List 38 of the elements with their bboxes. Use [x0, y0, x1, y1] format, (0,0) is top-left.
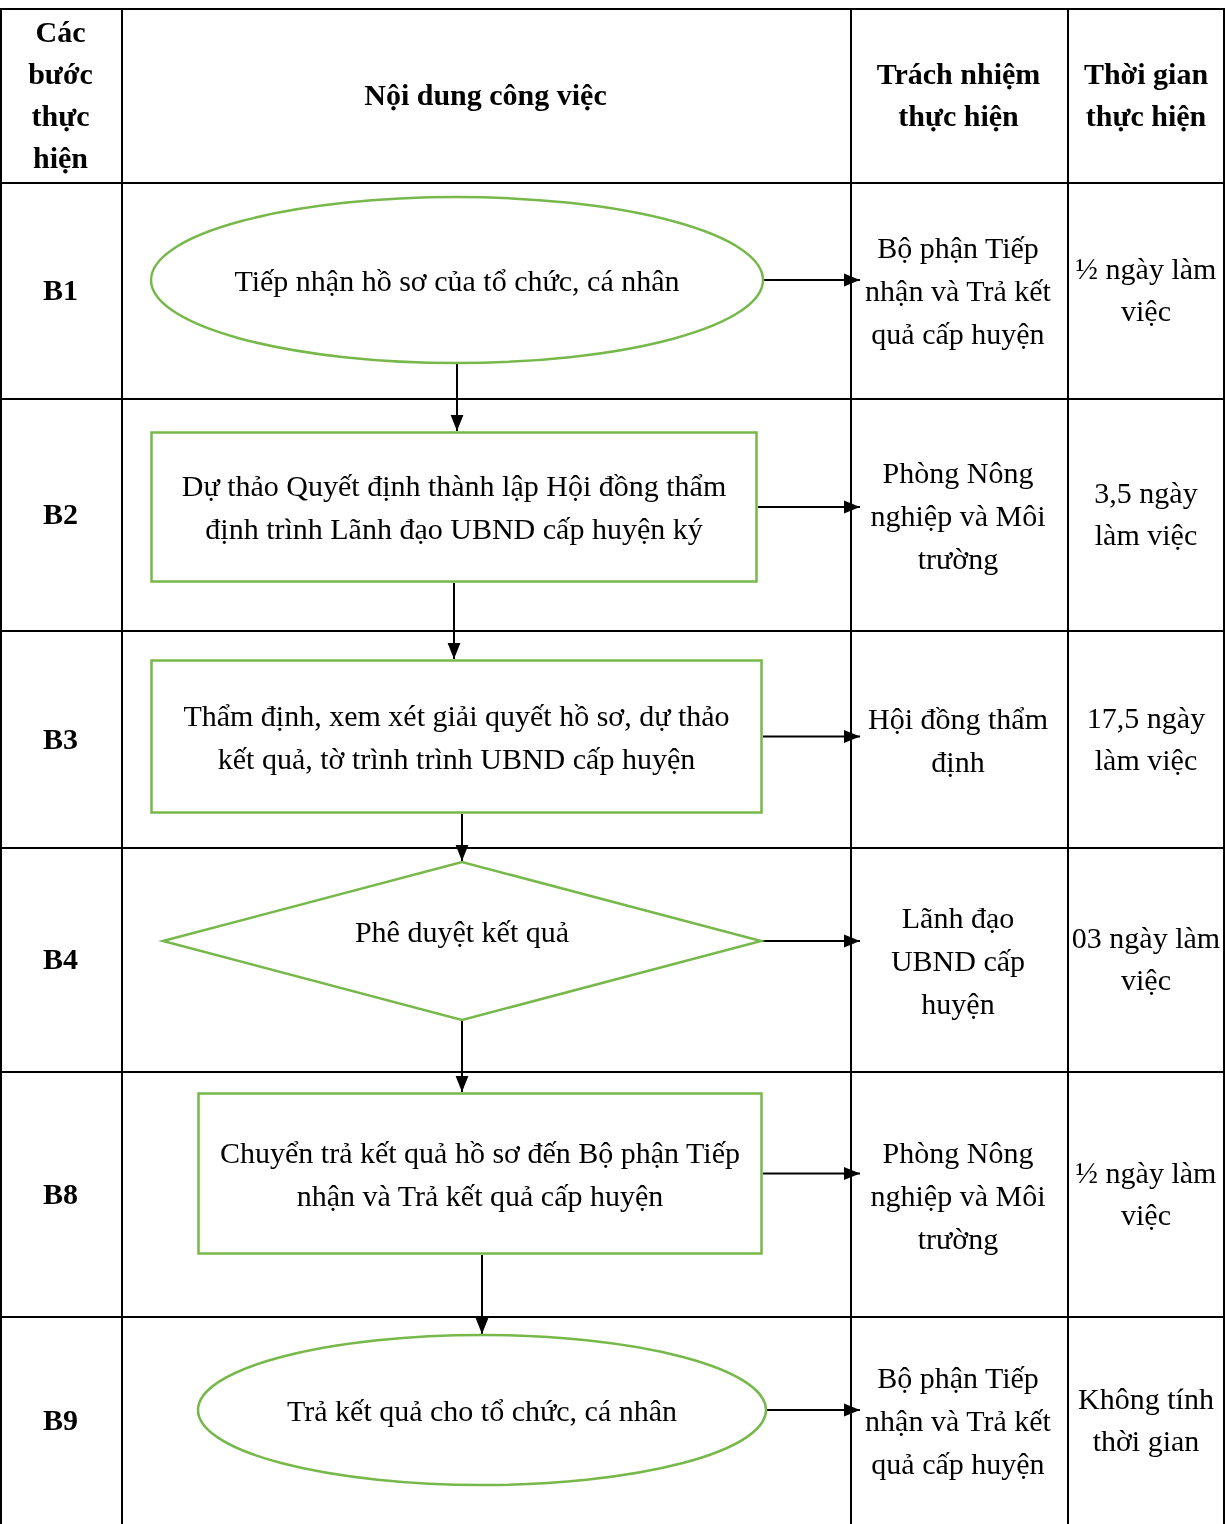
terminal-ellipse: Tiếp nhận hồ sơ của tổ chức, cá nhân [150, 196, 764, 364]
column-header: Thời gian thực hiện [1082, 56, 1210, 134]
step-number: B1 [43, 272, 78, 308]
responsibility-text: Lãnh đạo UBND cấp huyện [860, 890, 1056, 1030]
arrow [762, 730, 861, 743]
duration-text: ½ ngày làm việc [1074, 1154, 1218, 1233]
arrow [761, 934, 861, 948]
arrow [766, 1403, 861, 1417]
step-number: B2 [43, 496, 78, 532]
arrow [475, 1254, 489, 1335]
column-header: Nội dung công việc [364, 77, 607, 113]
arrow [447, 582, 461, 660]
process-box: Chuyển trả kết quả hồ sơ đến Bộ phận Tiếp nhận và Trả kết quả cấp huyện [197, 1092, 763, 1255]
arrow [757, 500, 861, 514]
responsibility-text: Bộ phận Tiếp nhận và Trả kết quả cấp huyện [860, 1330, 1056, 1510]
arrow [455, 813, 469, 862]
duration-text: 17,5 ngày làm việc [1085, 699, 1207, 778]
process-box: Dự thảo Quyết định thành lập Hội đồng thẩm định trình Lãnh đạo UBND cấp huyện ký [150, 431, 758, 583]
arrow [455, 1020, 469, 1093]
responsibility-text: Phòng Nông nghiệp và Môi trường [860, 440, 1056, 590]
column-header: Trách nhiệm thực hiện [875, 56, 1042, 134]
duration-text: ½ ngày làm việc [1074, 251, 1218, 329]
responsibility-text: Bộ phận Tiếp nhận và Trả kết quả cấp huyện [860, 200, 1056, 380]
arrow [763, 273, 861, 287]
step-number: B4 [43, 941, 78, 977]
step-number: B9 [43, 1402, 78, 1438]
responsibility-text: Phòng Nông nghiệp và Môi trường [860, 1125, 1056, 1265]
arrow [762, 1167, 861, 1180]
process-box: Thẩm định, xem xét giải quyết hồ sơ, dự thảo kết quả, tờ trình trình UBND cấp huyện [150, 659, 763, 814]
duration-text: Không tính thời gian [1077, 1381, 1215, 1459]
duration-text: 03 ngày làm việc [1071, 920, 1221, 998]
terminal-ellipse: Trả kết quả cho tổ chức, cá nhân [197, 1334, 767, 1486]
responsibility-text: Hội đồng thẩm định [860, 690, 1056, 790]
arrow [450, 363, 464, 432]
step-number: B3 [43, 720, 78, 757]
step-number: B8 [43, 1175, 78, 1212]
duration-text: 3,5 ngày làm việc [1093, 475, 1199, 553]
column-header: Các bước thực hiện [27, 14, 94, 176]
